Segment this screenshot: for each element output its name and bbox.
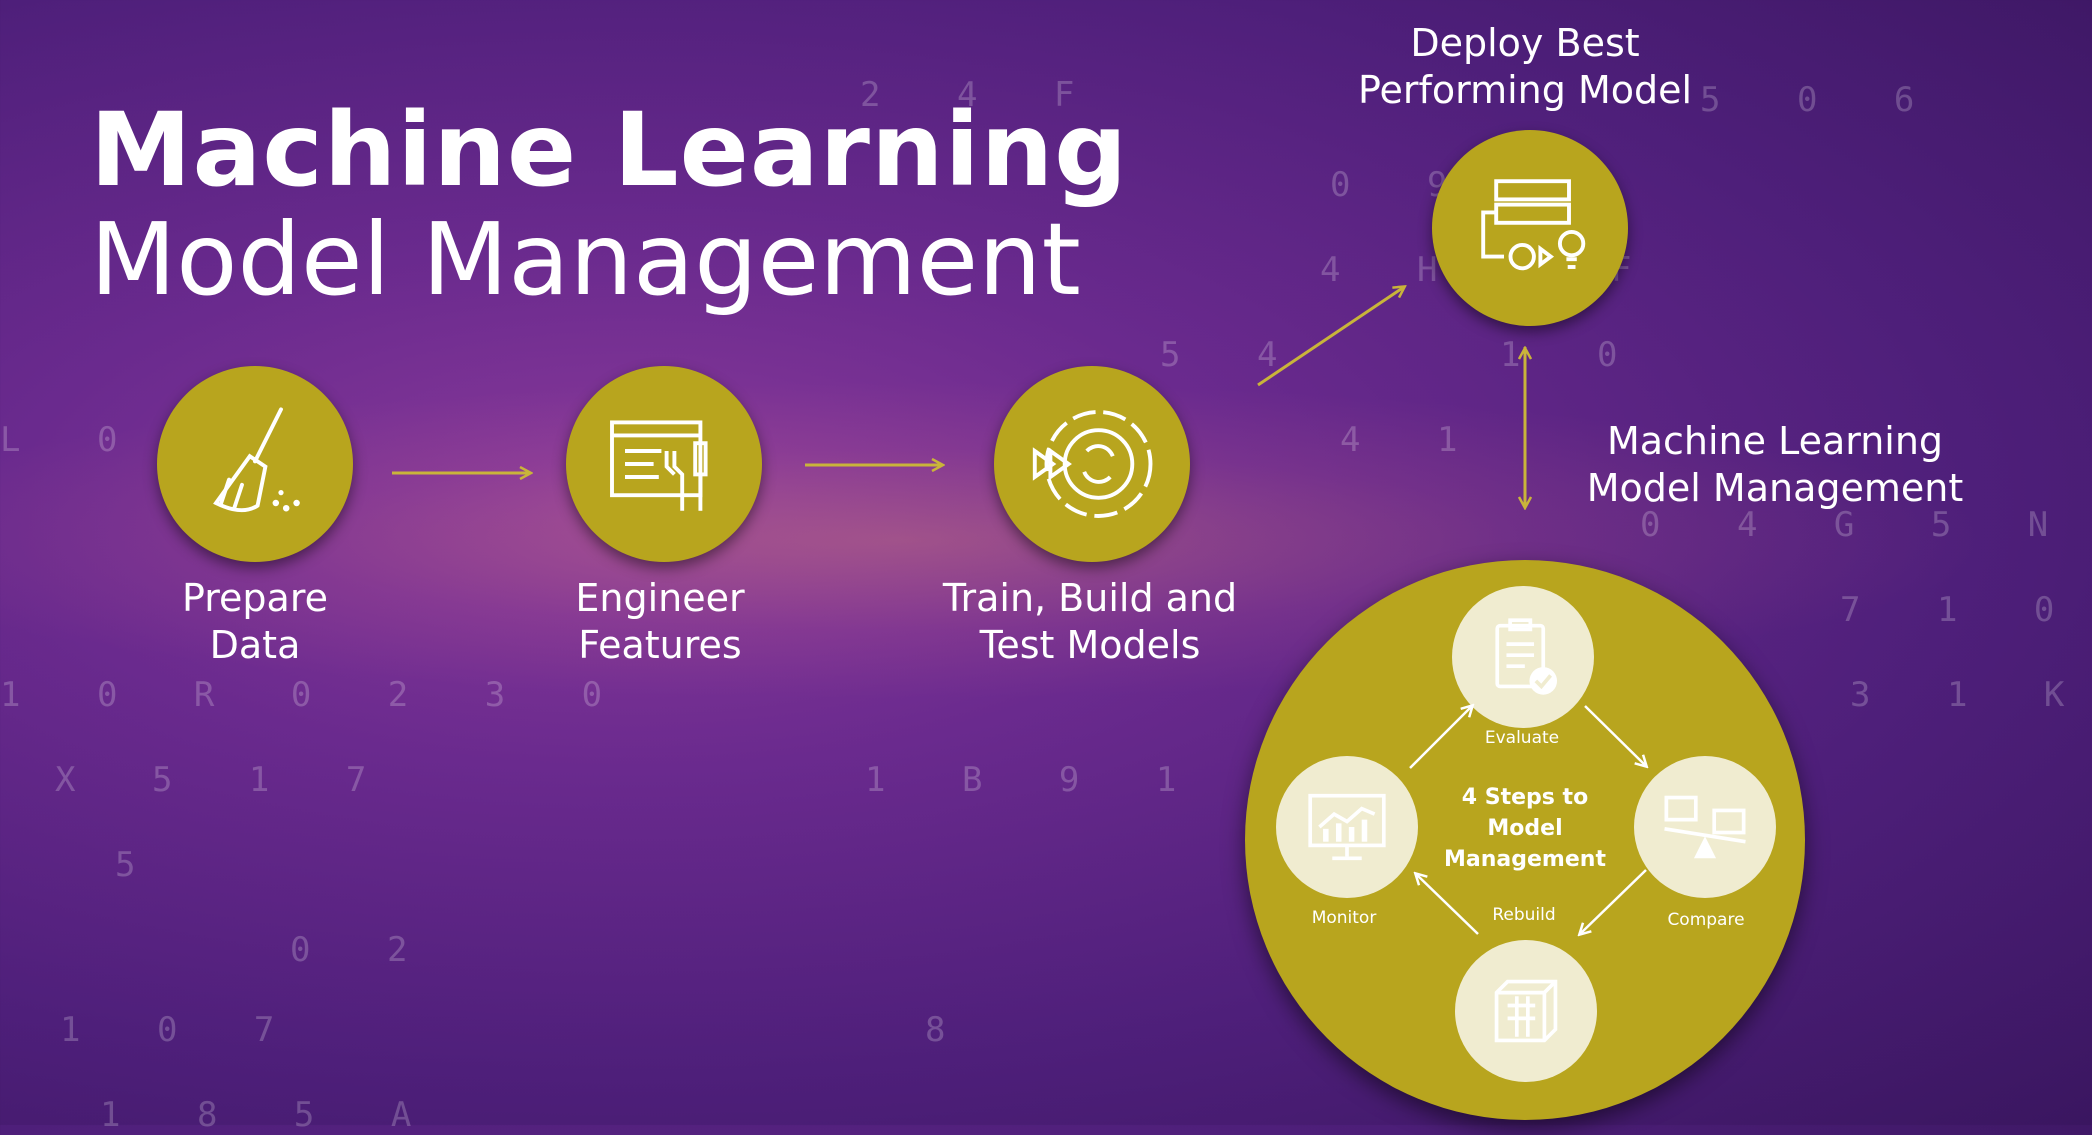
arrow-rebuild-to-monitor	[1416, 874, 1479, 935]
rebuild-node	[1455, 940, 1597, 1082]
server-deploy-icon	[1481, 179, 1586, 271]
train-models-node	[994, 366, 1190, 562]
step-label-engineer-features: Engineer Features	[575, 576, 745, 667]
background-digits: 4 1	[1340, 420, 1486, 460]
compare-node	[1634, 756, 1776, 898]
background-digits: 7 1 0	[1840, 590, 2083, 630]
background-digits: 5 0 6	[1700, 80, 1943, 120]
background-digits: 8	[925, 1010, 974, 1050]
background-digits: 1 B 9 1 N	[865, 760, 1302, 800]
background-digits: X 5 1 7	[55, 760, 395, 800]
background-digits: 5 4	[1160, 335, 1306, 375]
background-digits: 0 2	[290, 930, 436, 970]
arrow-monitor-to-evaluate	[1409, 706, 1472, 769]
flow-arrows	[392, 0, 2000, 1125]
cycle-icon	[1032, 410, 1153, 518]
background-digits: L 0	[0, 420, 146, 460]
title-line-1: Machine Learning	[90, 91, 1129, 210]
deploy-label: Deploy Best Performing Model	[1357, 21, 1693, 112]
management-center-text: 4 Steps to Model Management	[1444, 785, 1606, 872]
building-cube-icon	[1494, 979, 1558, 1043]
background-digits: 2 4 F	[860, 75, 1103, 115]
step-label-prepare-data: Prepare Data	[182, 576, 328, 667]
substep-label-monitor: Monitor	[1311, 908, 1377, 928]
substep-label-compare: Compare	[1667, 910, 1745, 930]
monitor-node	[1276, 756, 1418, 898]
arrow-train-to-deploy	[1257, 287, 1404, 387]
title-line-2: Model Management	[90, 201, 1081, 318]
management-label: Machine Learning Model Management	[1586, 419, 1964, 510]
arrow-evaluate-to-compare	[1584, 705, 1646, 766]
background-digits: 1 0 7	[60, 1010, 303, 1050]
balance-scale-icon	[1664, 795, 1746, 859]
background-digits: 1 8 5 A	[100, 1095, 440, 1135]
clipboard-check-icon	[1495, 618, 1558, 695]
background-digits: 3 1 K	[1850, 675, 2092, 715]
substep-label-rebuild: Rebuild	[1492, 905, 1556, 925]
step-label-train-models: Train, Build and Test Models	[942, 576, 1238, 667]
deploy-model-node	[1432, 130, 1628, 326]
tools-icon	[610, 420, 708, 511]
prepare-data-node	[157, 366, 353, 562]
arrow-compare-to-rebuild	[1580, 869, 1647, 934]
page-title: Machine Learning Model Management	[90, 100, 1128, 310]
broom-icon	[213, 407, 300, 513]
background-digits: 1 0 R 0 2 3 0	[0, 675, 631, 715]
evaluate-node	[1452, 586, 1594, 728]
substep-label-evaluate: Evaluate	[1484, 728, 1560, 748]
cycle-arrows	[1409, 0, 2000, 1125]
monitor-chart-icon	[1308, 793, 1386, 861]
background-digits: 0 4 G 5 N	[1640, 505, 2077, 545]
background-digits: 5	[115, 845, 164, 885]
engineer-features-node	[566, 366, 762, 562]
